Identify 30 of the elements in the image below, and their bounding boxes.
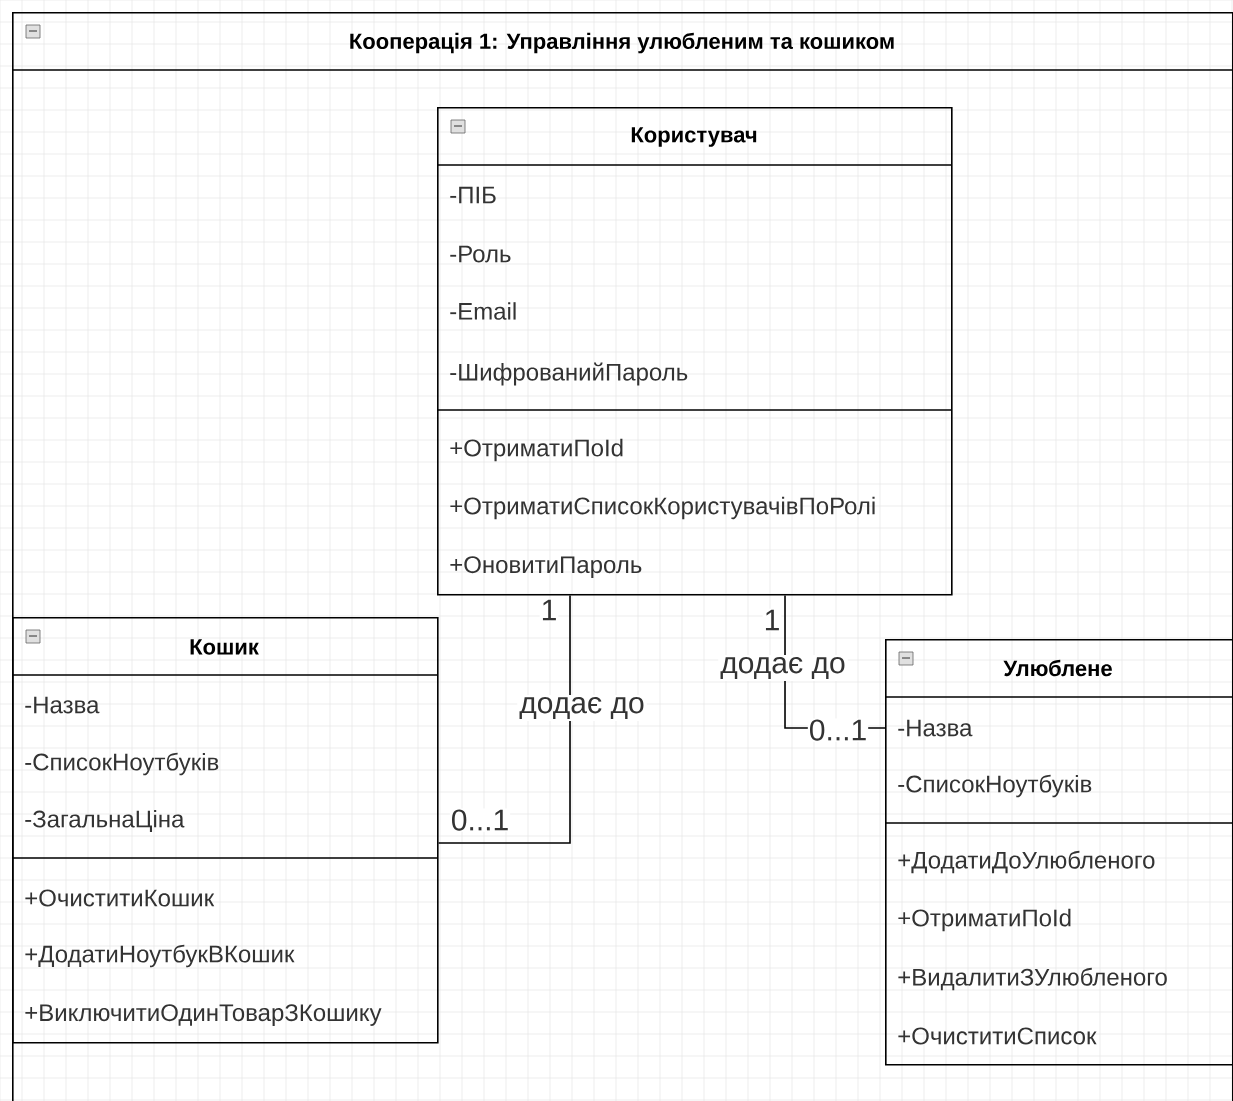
method: +ОтриматиПоId xyxy=(450,438,623,462)
class-name: Кошик xyxy=(190,639,259,655)
method: +ОчиститиСписок xyxy=(898,1027,1097,1045)
multiplicity-label: 0...1 xyxy=(449,808,511,832)
method: +ОчиститиКошик xyxy=(25,889,215,907)
multiplicity-label: 1 xyxy=(539,598,559,622)
method: +ДодатиДоУлюбленого xyxy=(898,850,1155,874)
edge-label: додає до xyxy=(517,694,647,722)
attribute: -Email xyxy=(450,302,516,320)
method: +ВидалитиЗУлюбленого xyxy=(898,967,1167,991)
class-name: Улюблене xyxy=(1003,659,1112,677)
multiplicity-label: 1 xyxy=(762,608,782,632)
attribute: -ПІБ xyxy=(450,186,496,204)
attribute: -СписокНоутбуків xyxy=(25,752,219,776)
multiplicity-label: 0...1 xyxy=(807,718,869,742)
edge-label: додає до xyxy=(718,654,848,682)
attribute: -Назва xyxy=(25,696,100,714)
method: +ОтриматиСписокКористувачівПоРолі xyxy=(450,496,875,520)
method: +ОновитиПароль xyxy=(450,556,642,578)
connector xyxy=(437,594,571,844)
attribute: -СписокНоутбуків xyxy=(898,774,1092,798)
method: +ОтриматиПоId xyxy=(898,908,1071,932)
method: +ВиключитиОдинТоварЗКошику xyxy=(25,1004,382,1026)
attribute: -Роль xyxy=(450,245,511,263)
attribute: -ШифрованийПароль xyxy=(450,362,688,386)
method: +ДодатиНоутбукВКошик xyxy=(25,944,295,968)
attribute: -ЗагальнаЦіна xyxy=(25,809,185,833)
class-name: Користувач xyxy=(631,127,757,147)
attribute: -Назва xyxy=(898,719,973,737)
frame-heading: Кооперація 1: Управління улюбленим та кошиком xyxy=(350,32,894,54)
